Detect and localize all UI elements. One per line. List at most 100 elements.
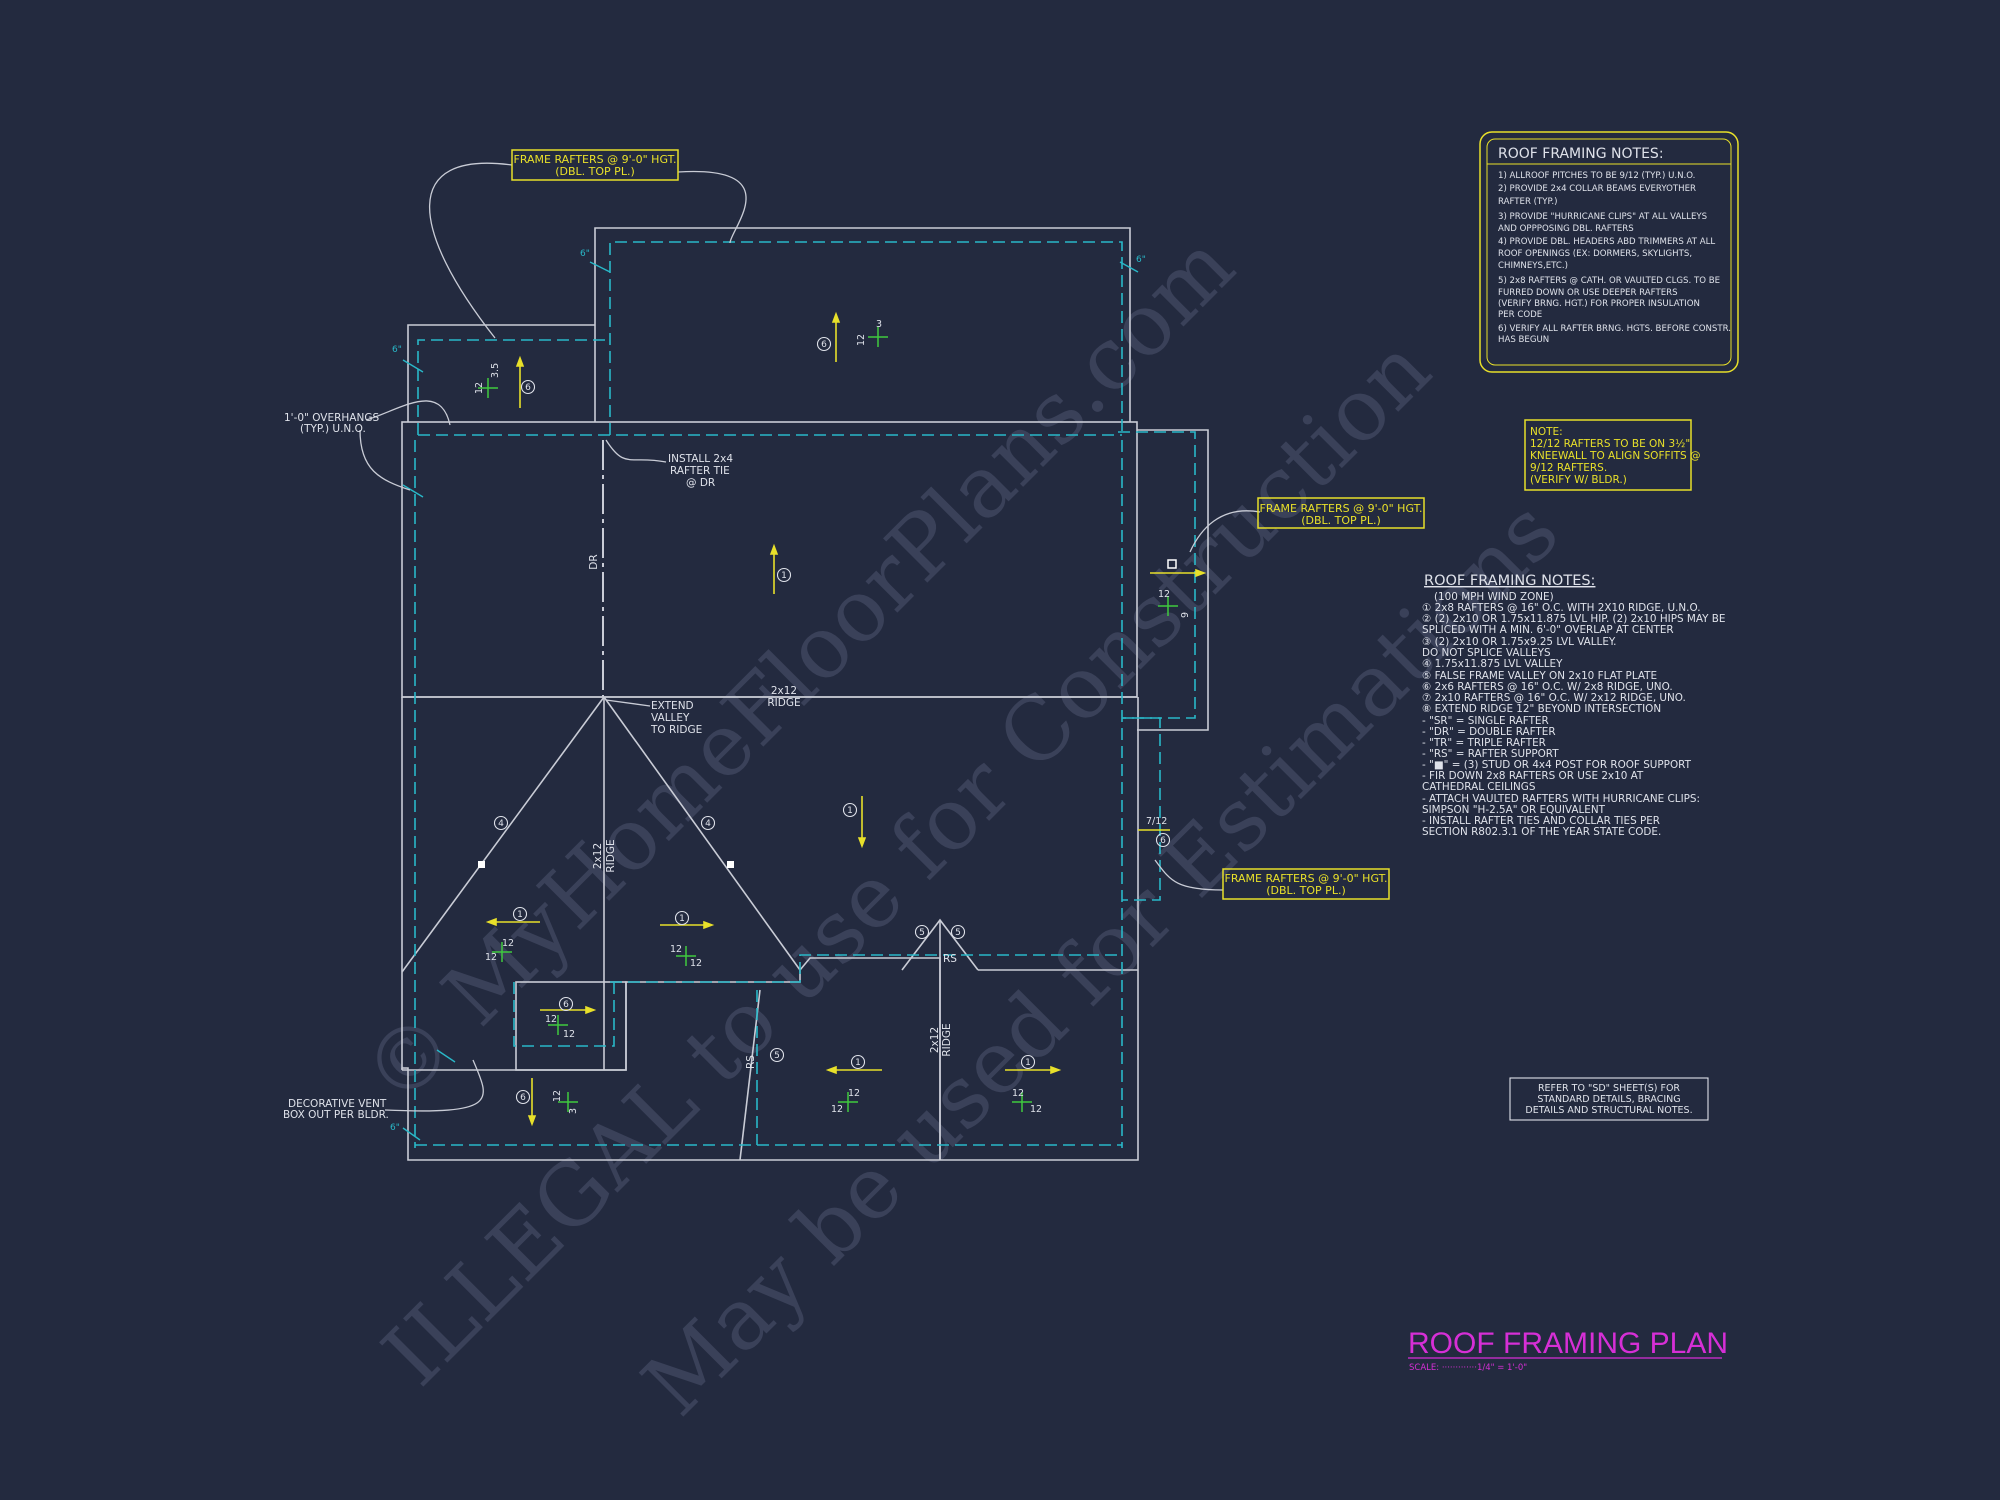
title-text: ROOF FRAMING PLAN <box>1408 1327 1728 1360</box>
leader-frame-top-left <box>429 162 513 339</box>
arrowhead-vent <box>585 1005 597 1015</box>
legend-line: - INSTALL RAFTER TIES AND COLLAR TIES PE… <box>1422 815 1660 827</box>
extend-valley-line-1: EXTEND <box>651 700 694 712</box>
left-bay-outline <box>407 324 595 422</box>
pitch-mark <box>1012 1092 1032 1112</box>
note-tag-circle <box>558 996 574 1012</box>
pitch-value: 7/12 <box>1146 816 1167 827</box>
pitch-value: 12 <box>545 1014 557 1025</box>
leader-lines <box>359 162 1261 1112</box>
callout-boxes <box>511 149 1692 900</box>
notes-box-line: ROOF OPENINGS (EX: DORMERS, SKYLIGHTS, <box>1498 249 1692 259</box>
pitch-symbols <box>478 327 1178 1112</box>
kneewall-note-line-5: (VERIFY W/ BLDR.) <box>1530 474 1627 486</box>
callout-frame-right-line-1: FRAME RAFTERS @ 9'-0" HGT. <box>1260 502 1423 515</box>
callout-frame-top-line-1: FRAME RAFTERS @ 9'-0" HGT. <box>514 153 677 166</box>
legend-line: (100 MPH WIND ZONE) <box>1434 591 1554 603</box>
overhang-dashed-lines <box>414 241 1196 1148</box>
overhang-6-tr: 6" <box>1136 255 1146 265</box>
pitch-mark <box>558 1092 578 1112</box>
tick <box>402 484 424 498</box>
overhang-6-bl: 6" <box>390 1123 400 1133</box>
valley-peak <box>901 918 979 971</box>
left-bay-dash <box>417 339 610 435</box>
note-tag-circle <box>674 910 690 926</box>
ridge-main-word: RIDGE <box>767 697 800 709</box>
rs-label-slope: RS <box>745 1055 757 1069</box>
note-tag-circle <box>520 379 536 395</box>
arrowhead-main-up <box>769 543 779 555</box>
inner-step-dash <box>610 954 1122 983</box>
pitch-value: 12 <box>485 952 497 963</box>
post-marker-bump <box>1167 559 1177 569</box>
notes-box-line: PER CODE <box>1498 310 1542 320</box>
top-bay-dash <box>609 241 1123 435</box>
legend-line: - "■" = (3) STUD OR 4x4 POST FOR ROOF SU… <box>1422 759 1692 771</box>
extend-valley-line-3: TO RIDGE <box>650 724 702 736</box>
note-tag-circle <box>776 567 792 583</box>
note-tag-numbers: 6 6 1 1 4 4 1 1 5 5 6 5 6 1 1 6 <box>498 340 1166 1103</box>
overhangs-line-2: (TYP.) U.N.O. <box>300 423 366 435</box>
tick <box>436 1049 456 1063</box>
notes-box-line: 5) 2x8 RAFTERS @ CATH. OR VAULTED CLGS. … <box>1498 276 1720 286</box>
legend-line: - ATTACH VAULTED RAFTERS WITH HURRICANE … <box>1422 793 1700 805</box>
notes-box-line: RAFTER (TYP.) <box>1498 197 1557 207</box>
pitch-mark <box>838 1092 858 1112</box>
note-tag-circle <box>700 815 716 831</box>
callout-frame-lower-right-line-1: FRAME RAFTERS @ 9'-0" HGT. <box>1225 872 1388 885</box>
note-tag-number: 1 <box>855 1058 861 1068</box>
note-tag-circle <box>842 802 858 818</box>
arrowhead-left-bay <box>515 355 525 367</box>
note-tag-number: 6 <box>821 340 827 350</box>
post-marker-left <box>478 861 485 868</box>
overhang-6-top: 6" <box>580 249 590 259</box>
arrowhead-bottom-right <box>1050 1065 1062 1075</box>
pitch-value: 12 <box>1012 1088 1024 1099</box>
legend-line: ④ 1.75x11.875 LVL VALLEY <box>1422 658 1563 670</box>
note-tag-number: 6 <box>563 1000 569 1010</box>
note-tag-circle <box>950 924 966 940</box>
note-tag-number: 6 <box>1160 836 1166 846</box>
lower-roof-outline <box>401 697 1139 1161</box>
rs-label-top: RS <box>943 953 957 965</box>
arrowhead-main-down <box>857 837 867 849</box>
dr-label: DR <box>588 554 600 569</box>
notes-box-line: 1) ALLROOF PITCHES TO BE 9/12 (TYP.) U.N… <box>1498 171 1695 181</box>
pitch-value: 12 <box>670 944 682 955</box>
note-tag-number: 4 <box>498 819 504 829</box>
note-tag-number: 1 <box>847 806 853 816</box>
callout-frame-lower-right-box <box>1222 868 1390 900</box>
legend-line: ① 2x8 RAFTERS @ 16" O.C. WITH 2X10 RIDGE… <box>1422 602 1701 614</box>
note-tag-circle <box>1020 1054 1036 1070</box>
kneewall-note-line-4: 9/12 RAFTERS. <box>1530 462 1607 474</box>
legend-line: ③ (2) 2x10 OR 1.75x9.25 LVL VALLEY. <box>1422 636 1616 648</box>
legend-line: SECTION R802.3.1 OF THE YEAR STATE CODE. <box>1422 826 1661 838</box>
building-outline <box>401 227 1209 1161</box>
notes-box-line: 3) PROVIDE "HURRICANE CLIPS" AT ALL VALL… <box>1498 212 1707 222</box>
extend-valley-line-2: VALLEY <box>651 712 690 724</box>
pitch-value: 12 <box>1030 1104 1042 1115</box>
legend: ROOF FRAMING NOTES: <box>1424 573 1595 589</box>
callout-frame-top-box <box>511 149 679 181</box>
hip-left <box>401 696 605 973</box>
notes-box-line: CHIMNEYS,ETC.) <box>1498 261 1568 271</box>
note-tag-number: 5 <box>774 1051 780 1061</box>
legend-line: - FIR DOWN 2x8 RAFTERS OR USE 2x10 AT <box>1422 770 1644 782</box>
rafter-tie-line-1: INSTALL 2x4 <box>668 453 733 465</box>
legend-line: ② (2) 2x10 OR 1.75x11.875 LVL HIP. (2) 2… <box>1422 613 1726 625</box>
pitch-value: 12 <box>502 938 514 949</box>
legend-line: - "SR" = SINGLE RAFTER <box>1422 715 1549 727</box>
note-tag-circle <box>769 1047 785 1063</box>
pitch-value: 3.5 <box>490 363 501 378</box>
note-tag-number: 1 <box>1025 1058 1031 1068</box>
callout-frame-right-line-2: (DBL. TOP PL.) <box>1301 514 1381 527</box>
leader-frame-right <box>1189 510 1261 553</box>
note-tag-circle <box>816 336 832 352</box>
note-tag-number: 1 <box>781 571 787 581</box>
arrowhead-top-bay <box>831 311 841 323</box>
title-scale: SCALE: ·············1/4" = 1'-0" <box>1409 1363 1527 1373</box>
callout-texts: FRAME RAFTERS @ 9'-0" HGT. (DBL. TOP PL.… <box>514 153 1423 897</box>
note-tag-circle <box>850 1054 866 1070</box>
notes-box-line: 2) PROVIDE 2x4 COLLAR BEAMS EVERYOTHER <box>1498 184 1696 194</box>
tick <box>1119 261 1139 273</box>
